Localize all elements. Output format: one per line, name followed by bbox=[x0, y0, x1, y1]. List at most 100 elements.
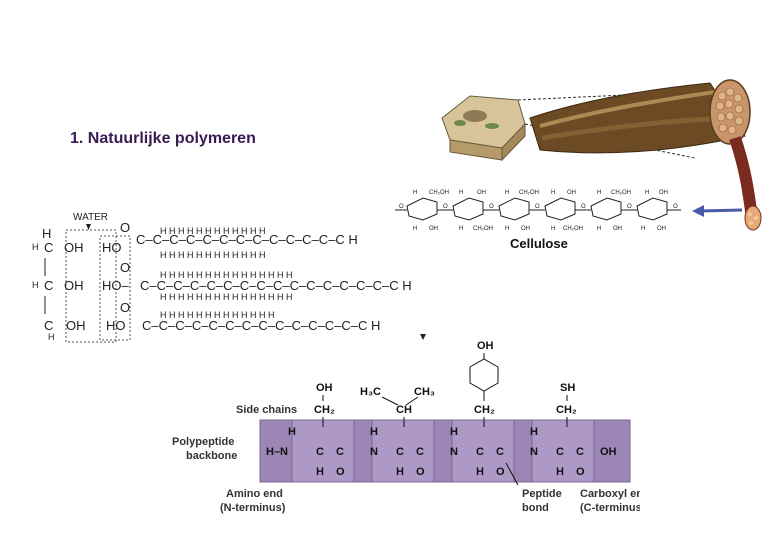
polypeptide-diagram: Side chains Polypeptide backbone OH CH₂ … bbox=[172, 340, 640, 514]
svg-text:C: C bbox=[556, 446, 564, 458]
svg-text:H: H bbox=[645, 190, 649, 196]
svg-text:OH: OH bbox=[567, 190, 576, 196]
svg-text:CH: CH bbox=[396, 404, 412, 416]
svg-text:O: O bbox=[120, 300, 130, 315]
svg-text:OH: OH bbox=[477, 340, 494, 352]
svg-text:C: C bbox=[44, 240, 53, 255]
svg-text:H: H bbox=[505, 226, 509, 232]
svg-text:CH₂: CH₂ bbox=[474, 404, 495, 416]
svg-text:H: H bbox=[641, 226, 645, 232]
svg-text:CH₂OH: CH₂OH bbox=[473, 226, 493, 232]
svg-text:H: H bbox=[597, 226, 601, 232]
svg-text:N: N bbox=[530, 446, 538, 458]
svg-text:CH₂OH: CH₂OH bbox=[429, 190, 449, 196]
svg-text:H: H bbox=[459, 190, 463, 196]
svg-text:OH: OH bbox=[429, 226, 438, 232]
svg-text:H: H bbox=[505, 190, 509, 196]
svg-text:OH: OH bbox=[600, 446, 617, 458]
svg-text:CH₃: CH₃ bbox=[414, 386, 435, 398]
svg-text:C: C bbox=[44, 318, 53, 333]
svg-text:C–C–C–C–C–C–C–C–C–C–C–C–C–C H: C–C–C–C–C–C–C–C–C–C–C–C–C–C H bbox=[142, 318, 380, 333]
svg-text:H–N: H–N bbox=[266, 446, 288, 458]
svg-text:O: O bbox=[416, 466, 425, 478]
svg-text:HO: HO bbox=[106, 318, 126, 333]
polypeptide-label-2: backbone bbox=[186, 450, 237, 462]
svg-text:O: O bbox=[535, 204, 540, 210]
svg-text:O: O bbox=[120, 260, 130, 275]
svg-text:HO: HO bbox=[102, 240, 122, 255]
svg-text:CH₂OH: CH₂OH bbox=[519, 190, 539, 196]
svg-text:O: O bbox=[673, 204, 678, 210]
svg-text:H: H bbox=[413, 190, 417, 196]
svg-text:OH: OH bbox=[659, 190, 668, 196]
svg-text:H₃C: H₃C bbox=[360, 386, 381, 398]
svg-text:O: O bbox=[627, 204, 632, 210]
svg-text:H: H bbox=[476, 466, 484, 478]
svg-text:O: O bbox=[443, 204, 448, 210]
amino-end-label-1: Amino end bbox=[226, 488, 283, 500]
svg-text:C: C bbox=[416, 446, 424, 458]
svg-text:H: H bbox=[551, 190, 555, 196]
side-chains-label: Side chains bbox=[236, 404, 297, 416]
svg-text:O: O bbox=[120, 220, 130, 235]
svg-text:SH: SH bbox=[560, 382, 575, 394]
svg-text:C: C bbox=[496, 446, 504, 458]
svg-text:H: H bbox=[48, 332, 55, 342]
svg-text:O: O bbox=[576, 466, 585, 478]
svg-text:C: C bbox=[316, 446, 324, 458]
cellulose-label: Cellulose bbox=[510, 236, 568, 251]
svg-text:O: O bbox=[336, 466, 345, 478]
svg-text:H: H bbox=[556, 466, 564, 478]
svg-text:H: H bbox=[32, 242, 39, 252]
svg-text:O: O bbox=[489, 204, 494, 210]
svg-text:CH₂: CH₂ bbox=[314, 404, 335, 416]
svg-text:H H H H H H H H H H: H H H H H H H H H H H H bbox=[160, 250, 266, 260]
svg-text:H: H bbox=[288, 426, 296, 438]
svg-text:H: H bbox=[413, 226, 417, 232]
svg-text:H H H H H H H H H H: H H H H H H H H H H H H H H H bbox=[160, 270, 293, 280]
svg-text:H: H bbox=[42, 226, 51, 241]
carboxyl-end-label-1: Carboxyl end bbox=[580, 488, 640, 500]
peptide-bond-label-1: Peptide bbox=[522, 488, 562, 500]
polypeptide-label-1: Polypeptide bbox=[172, 436, 234, 448]
svg-text:H: H bbox=[396, 466, 404, 478]
svg-text:OH: OH bbox=[66, 318, 86, 333]
svg-text:CH₂OH: CH₂OH bbox=[611, 190, 631, 196]
svg-text:N: N bbox=[450, 446, 458, 458]
svg-text:H H H H H H H H H H: H H H H H H H H H H H H H H H bbox=[160, 292, 293, 302]
svg-text:OH: OH bbox=[64, 240, 84, 255]
svg-text:OH: OH bbox=[657, 226, 666, 232]
cellulose-fiber-illustration bbox=[441, 79, 762, 231]
svg-text:CH₂: CH₂ bbox=[556, 404, 577, 416]
svg-text:OH: OH bbox=[613, 226, 622, 232]
peptide-bond-label-2: bond bbox=[522, 502, 549, 514]
svg-text:H: H bbox=[459, 226, 463, 232]
svg-text:H: H bbox=[316, 466, 324, 478]
water-label: WATER bbox=[73, 212, 108, 223]
svg-text:C: C bbox=[44, 278, 53, 293]
svg-text:H: H bbox=[370, 426, 378, 438]
svg-text:OH: OH bbox=[477, 190, 486, 196]
svg-text:C: C bbox=[336, 446, 344, 458]
svg-text:CH₂OH: CH₂OH bbox=[563, 226, 583, 232]
svg-text:C: C bbox=[396, 446, 404, 458]
svg-text:H H H H H H H H H H: H H H H H H H H H H H H H bbox=[160, 310, 275, 320]
svg-text:C: C bbox=[576, 446, 584, 458]
svg-text:H: H bbox=[551, 226, 555, 232]
svg-text:H: H bbox=[32, 280, 39, 290]
svg-text:HO–: HO– bbox=[102, 278, 130, 293]
svg-text:OH: OH bbox=[316, 382, 333, 394]
svg-text:O: O bbox=[581, 204, 586, 210]
svg-text:C–C–C–C–C–C–C–C–C–C–C–C–C–C–C–: C–C–C–C–C–C–C–C–C–C–C–C–C–C–C–C H bbox=[140, 278, 412, 293]
carboxyl-end-label-2: (C-terminus) bbox=[580, 502, 640, 514]
svg-text:O: O bbox=[496, 466, 505, 478]
amino-end-label-2: (N-terminus) bbox=[220, 502, 286, 514]
svg-text:N: N bbox=[370, 446, 378, 458]
svg-text:H: H bbox=[597, 190, 601, 196]
svg-text:C: C bbox=[476, 446, 484, 458]
svg-text:OH: OH bbox=[64, 278, 84, 293]
svg-text:H: H bbox=[450, 426, 458, 438]
